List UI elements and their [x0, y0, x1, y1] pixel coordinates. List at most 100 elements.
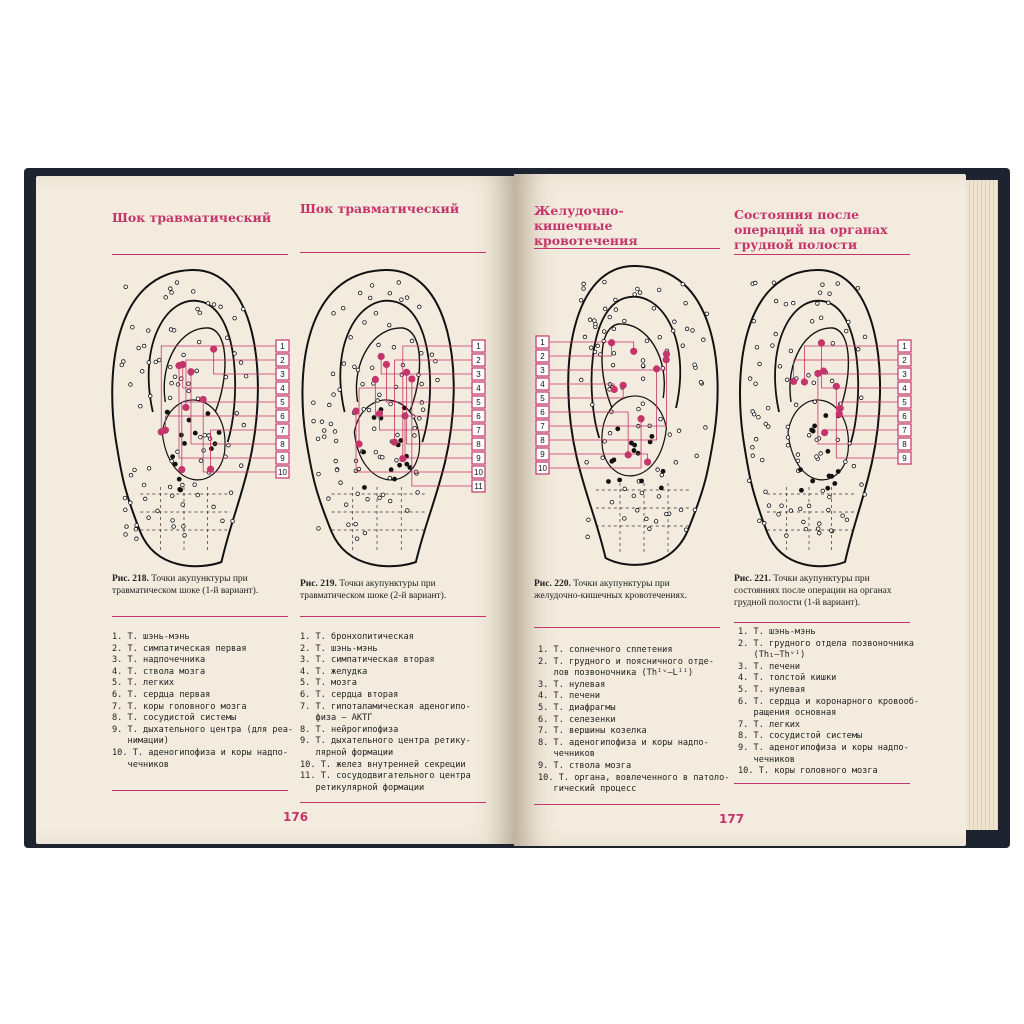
- acupoint-open: [322, 434, 327, 439]
- antihelix-line: [355, 327, 421, 413]
- label-number: 5: [902, 398, 907, 407]
- label-number: 2: [476, 356, 481, 365]
- leader-line: [394, 359, 472, 443]
- leader-line: [402, 345, 472, 459]
- list-item: 9. Т. дыхательного центра ретику-: [300, 736, 471, 747]
- acupoint-open: [644, 516, 649, 522]
- acupoint-open: [369, 283, 375, 288]
- caption-text: Точки акупунктуры при травматическом шок…: [300, 579, 447, 601]
- list-item: 10. Т. коры головного мозга: [738, 766, 878, 777]
- acupoint-open: [377, 392, 382, 397]
- acupoint-black: [178, 432, 184, 438]
- acupoint-open: [762, 521, 767, 526]
- acupoint-open: [806, 433, 812, 438]
- acupoint-black: [832, 481, 838, 486]
- acupoint-open: [319, 419, 325, 424]
- acupoint-open: [664, 511, 669, 517]
- acupoint-open: [416, 372, 421, 377]
- acupoint-open: [355, 491, 360, 496]
- acupoint-open: [801, 519, 806, 525]
- label-box: [535, 363, 550, 377]
- acupoint-open: [660, 365, 665, 371]
- acupoint-open: [373, 311, 379, 316]
- acupoint-black: [647, 439, 653, 445]
- acupoint-open: [228, 490, 234, 495]
- label-box: [535, 447, 550, 461]
- acupoint-open: [357, 290, 363, 296]
- acupoint-black: [362, 485, 367, 490]
- acupoint-open: [352, 364, 357, 370]
- antihelix-line: [789, 327, 850, 413]
- acupoint-open: [186, 381, 191, 386]
- acupoint-open: [356, 466, 362, 472]
- label-box: [897, 353, 912, 367]
- acupoint-open: [751, 318, 757, 324]
- acupoint-open: [806, 503, 812, 509]
- acupoint-open: [197, 310, 203, 316]
- label-box: [275, 339, 290, 353]
- acupoint-open: [843, 459, 848, 464]
- acupoint-open: [766, 503, 772, 508]
- leader-line: [793, 359, 898, 382]
- acupoint-open: [859, 482, 864, 487]
- label-box: [275, 395, 290, 409]
- acupoint-open: [180, 482, 185, 488]
- acupoint-open: [133, 527, 139, 532]
- acupoint-open: [331, 311, 336, 316]
- acupoint-open: [218, 304, 223, 310]
- acupoint-open: [760, 457, 765, 463]
- acupoint-open: [367, 295, 373, 301]
- list-item: 5. Т. нулевая: [738, 684, 806, 695]
- list-item: 2. Т. симпатическая первая: [112, 643, 247, 654]
- acupoint-open: [673, 460, 679, 465]
- acupoint-highlight: [401, 412, 409, 420]
- acupoint-open: [602, 279, 607, 285]
- leader-line: [550, 383, 615, 390]
- label-number: 5: [476, 398, 481, 407]
- label-box: [897, 437, 912, 451]
- acupoint-open: [311, 400, 316, 405]
- acupoint-open: [812, 399, 817, 404]
- acupoint-black: [178, 487, 184, 493]
- list-item: 6. Т. селезенки: [538, 714, 616, 725]
- label-box: [535, 377, 550, 391]
- label-number: 1: [280, 342, 285, 351]
- acupoint-open: [316, 471, 321, 477]
- acupoint-open: [818, 451, 823, 456]
- acupoint-open: [847, 441, 852, 446]
- acupoint-open: [206, 433, 211, 438]
- acupoint-open: [370, 365, 375, 371]
- acupoint-open: [750, 409, 755, 414]
- acupoint-open: [622, 516, 627, 521]
- label-number: 6: [540, 408, 545, 417]
- acupoint-open: [232, 351, 237, 356]
- leader-line: [386, 364, 472, 403]
- acupoint-open: [640, 401, 646, 406]
- acupoint-open: [785, 435, 791, 440]
- acupoint-open: [795, 452, 801, 457]
- list-item: 7. Т. гипоталамическая аденогипо-: [300, 701, 471, 712]
- list-item: 3. Т. нулевая: [538, 679, 606, 690]
- acupoint-highlight: [408, 375, 416, 383]
- acupoint-highlight: [375, 410, 384, 418]
- acupoint-open: [123, 284, 128, 289]
- acupoint-open: [172, 374, 178, 380]
- label-number: 9: [476, 454, 481, 463]
- acupoint-open: [766, 424, 771, 429]
- label-box: [471, 339, 486, 353]
- list-item: 1. Т. шэнь-мэнь: [112, 632, 190, 642]
- acupoint-open: [750, 453, 755, 458]
- acupoint-open: [817, 290, 823, 295]
- acupoint-open: [846, 319, 851, 325]
- acupoint-open: [311, 418, 316, 424]
- caption-rule: [300, 616, 486, 617]
- acupoint-black: [799, 487, 804, 493]
- ear-outline: [111, 268, 259, 568]
- page-number-left: 176: [283, 810, 309, 824]
- leader-line: [185, 359, 276, 408]
- acupoint-open: [795, 458, 801, 463]
- label-box: [535, 419, 550, 433]
- label-box: [275, 437, 290, 451]
